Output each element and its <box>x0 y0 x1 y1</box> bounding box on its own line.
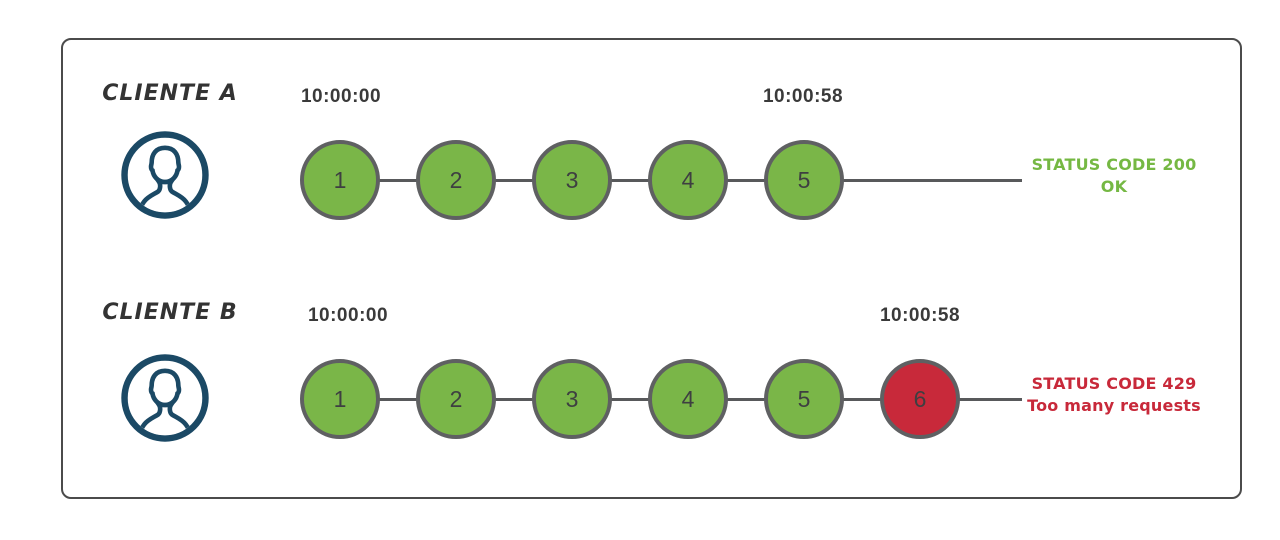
request-number: 3 <box>565 385 579 412</box>
request-number: 4 <box>681 166 695 193</box>
status-code-line: STATUS CODE 429 <box>1031 374 1197 393</box>
request-node-b2: 2 <box>416 359 496 439</box>
request-node-a2: 2 <box>416 140 496 220</box>
timestamp-start-b: 10:00:00 <box>307 305 389 326</box>
status-message-line: Too many requests <box>1027 396 1201 415</box>
request-number: 2 <box>449 166 463 193</box>
request-number: 1 <box>333 166 347 193</box>
request-node-b5: 5 <box>764 359 844 439</box>
request-node-a1: 1 <box>300 140 380 220</box>
request-node-a4: 4 <box>648 140 728 220</box>
request-number: 3 <box>565 166 579 193</box>
request-number: 4 <box>681 385 695 412</box>
request-node-b3: 3 <box>532 359 612 439</box>
request-node-b4: 4 <box>648 359 728 439</box>
status-code-line: STATUS CODE 200 <box>1031 155 1197 174</box>
user-avatar-icon <box>119 352 211 444</box>
status-text-a: STATUS CODE 200 OK <box>1026 154 1202 198</box>
client-b-label: CLIENTE B <box>102 300 238 325</box>
request-number: 1 <box>333 385 347 412</box>
request-number: 6 <box>913 385 927 412</box>
request-number: 5 <box>797 166 811 193</box>
status-text-b: STATUS CODE 429 Too many requests <box>1026 373 1202 417</box>
timestamp-end-b: 10:00:58 <box>879 305 961 326</box>
request-node-b1: 1 <box>300 359 380 439</box>
request-node-b6-rate-limited: 6 <box>880 359 960 439</box>
client-a-label: CLIENTE A <box>102 81 238 106</box>
request-node-a5: 5 <box>764 140 844 220</box>
timestamp-end-a: 10:00:58 <box>762 86 844 107</box>
status-message-line: OK <box>1100 177 1128 196</box>
request-number: 5 <box>797 385 811 412</box>
request-node-a3: 3 <box>532 140 612 220</box>
request-number: 2 <box>449 385 463 412</box>
timestamp-start-a: 10:00:00 <box>300 86 382 107</box>
outer-frame <box>61 38 1242 499</box>
user-avatar-icon <box>119 129 211 221</box>
